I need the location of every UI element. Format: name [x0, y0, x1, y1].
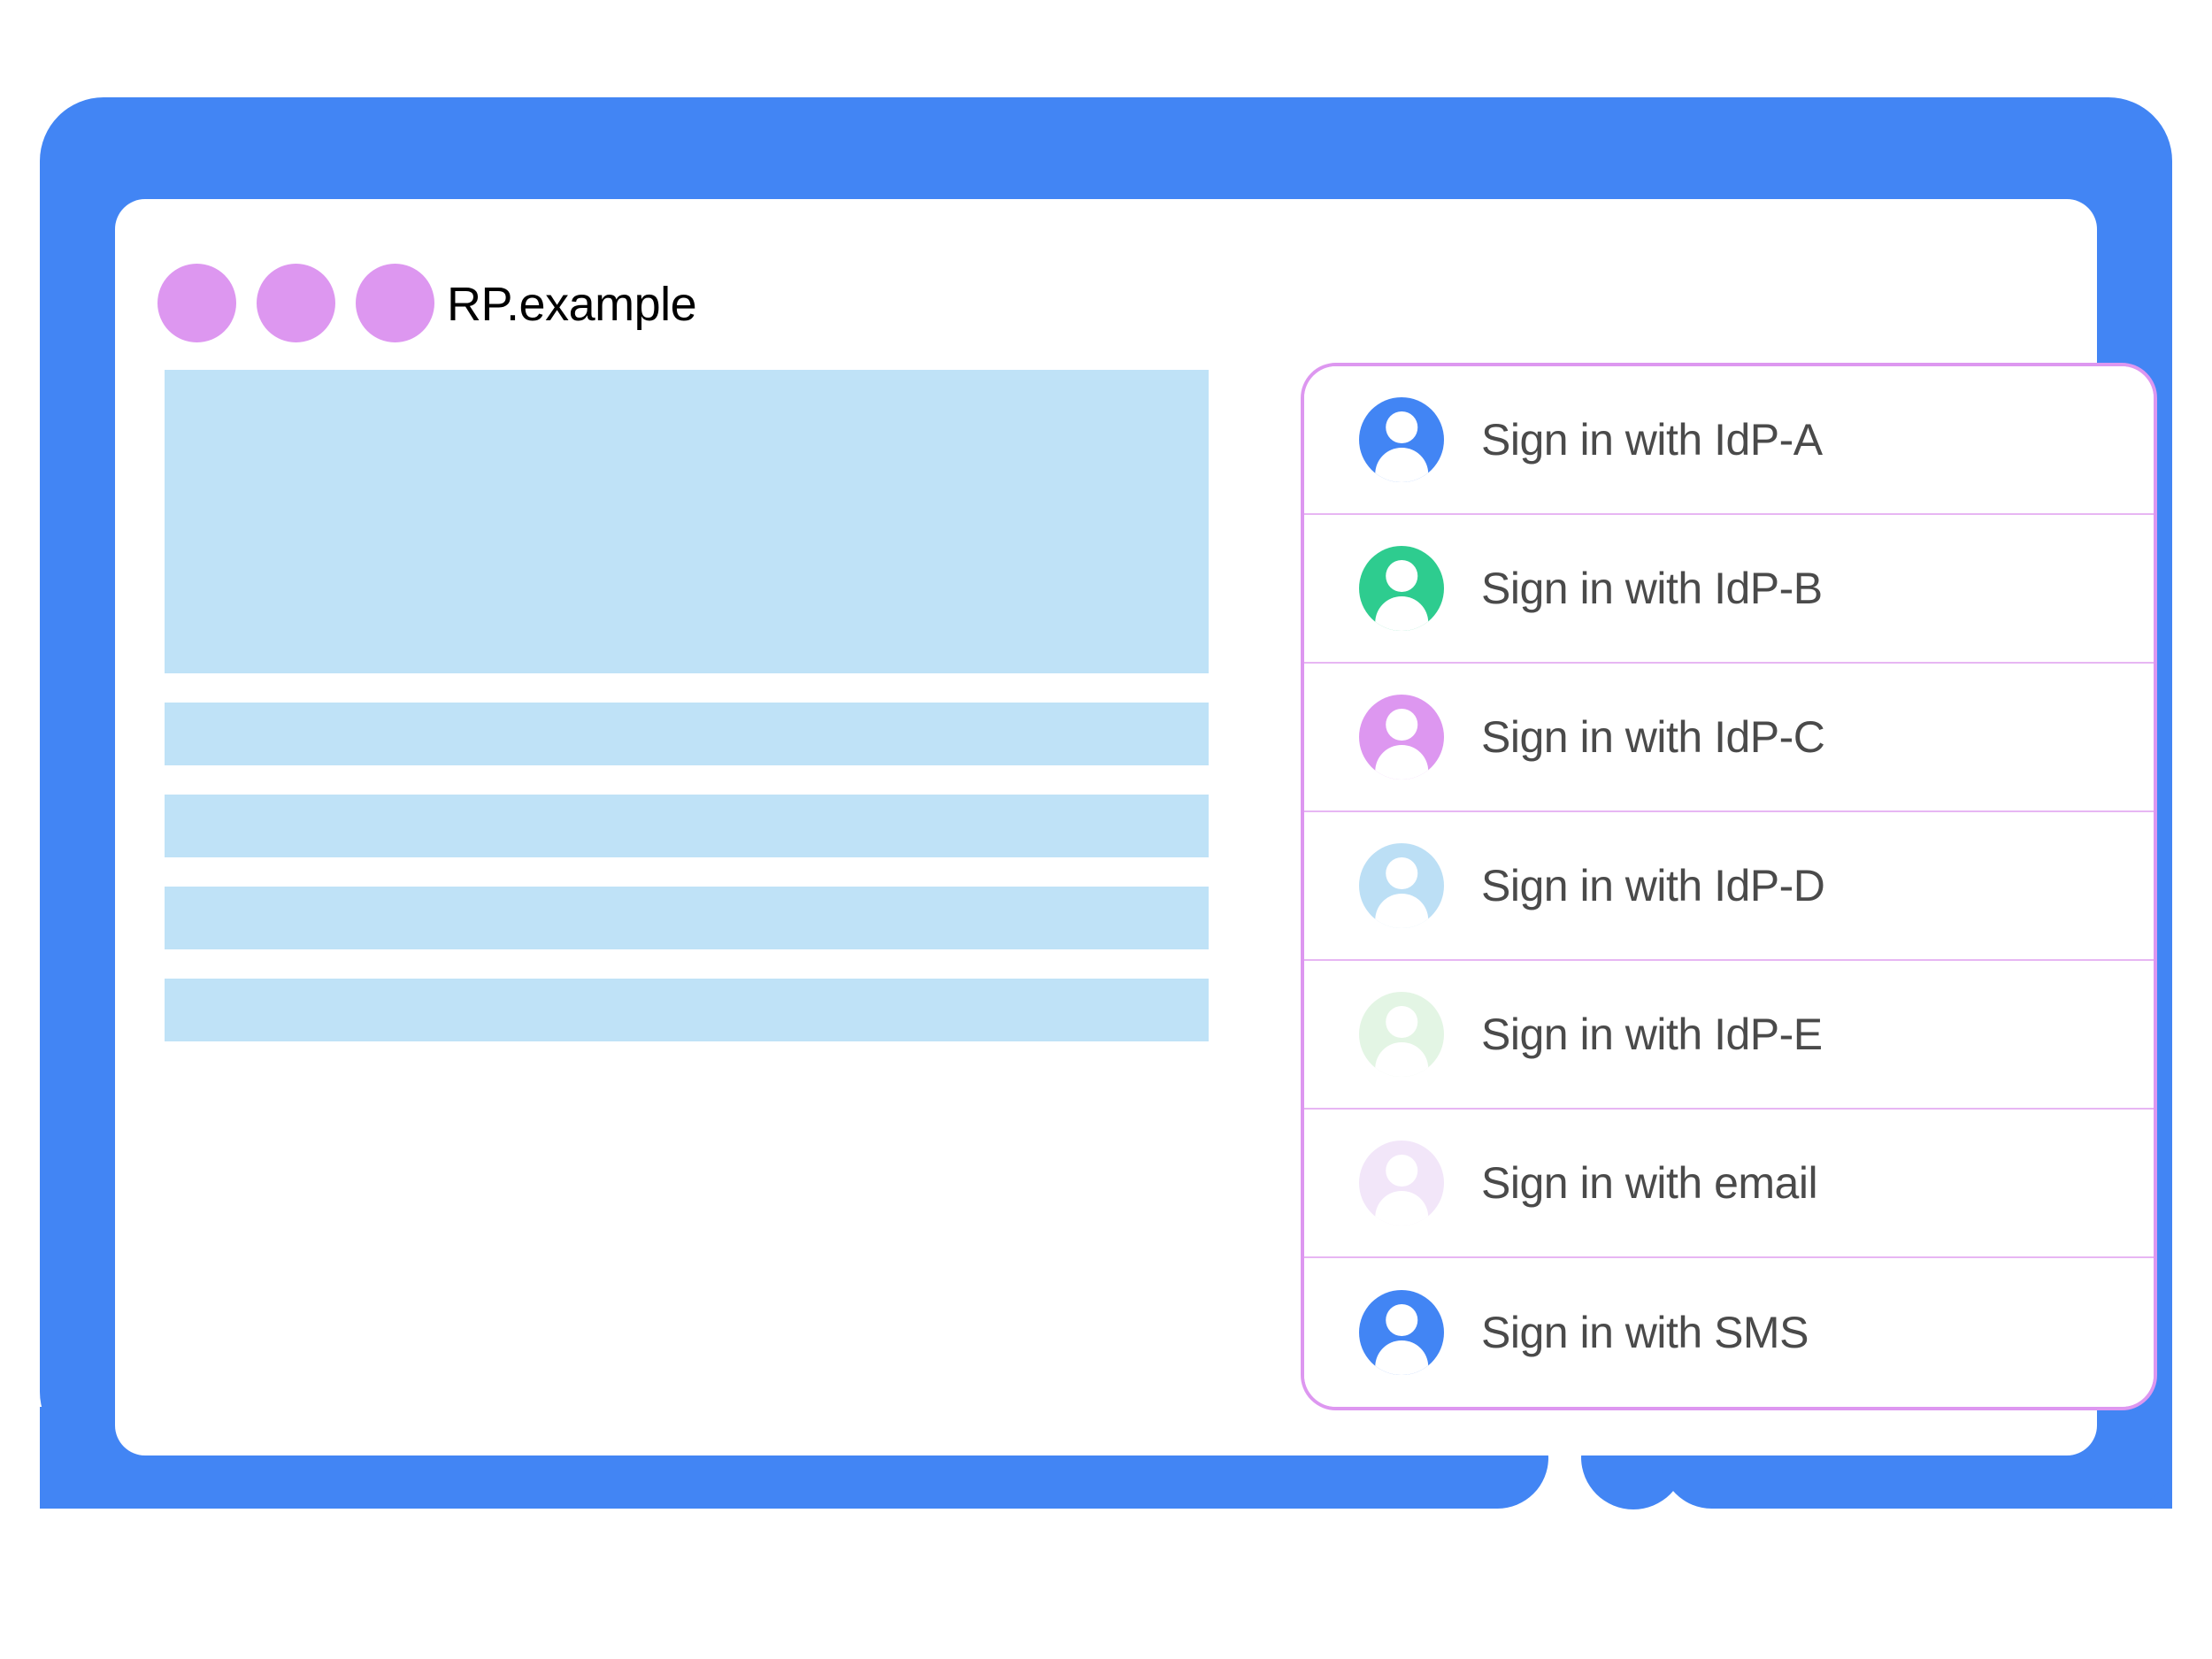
signin-option-row[interactable]: Sign in with email — [1304, 1110, 2154, 1258]
avatar-head-shape — [1386, 1304, 1417, 1336]
signin-dialog: Sign in with IdP-A Sign in with IdP-B Sign… — [1301, 363, 2157, 1410]
avatar-head-shape — [1386, 411, 1417, 443]
content-placeholder-bar — [165, 703, 1209, 765]
page-title: RP.example — [447, 278, 697, 331]
avatar-body-shape — [1375, 893, 1428, 928]
avatar-body-shape — [1375, 1041, 1428, 1077]
person-avatar-icon — [1359, 546, 1444, 631]
person-avatar-icon — [1359, 1141, 1444, 1225]
signin-option-label: Sign in with IdP-D — [1481, 861, 1825, 910]
window-control-minimize-icon[interactable] — [257, 264, 335, 342]
person-avatar-icon — [1359, 1290, 1444, 1375]
signin-option-row[interactable]: Sign in with IdP-D — [1304, 812, 2154, 961]
signin-option-row[interactable]: Sign in with IdP-A — [1304, 366, 2154, 515]
avatar-body-shape — [1375, 447, 1428, 482]
signin-option-row[interactable]: Sign in with IdP-B — [1304, 515, 2154, 664]
signin-option-label: Sign in with IdP-B — [1481, 564, 1823, 613]
signin-option-label: Sign in with IdP-A — [1481, 415, 1823, 465]
person-avatar-icon — [1359, 397, 1444, 482]
content-placeholder-hero — [165, 370, 1209, 673]
person-avatar-icon — [1359, 695, 1444, 780]
window-control-maximize-icon[interactable] — [356, 264, 434, 342]
avatar-body-shape — [1375, 1190, 1428, 1225]
avatar-head-shape — [1386, 857, 1417, 889]
signin-option-row[interactable]: Sign in with IdP-E — [1304, 961, 2154, 1110]
avatar-body-shape — [1375, 1340, 1428, 1375]
signin-option-row[interactable]: Sign in with SMS — [1304, 1258, 2154, 1407]
person-avatar-icon — [1359, 992, 1444, 1077]
avatar-head-shape — [1386, 1155, 1417, 1187]
signin-option-label: Sign in with IdP-E — [1481, 1010, 1823, 1059]
person-avatar-icon — [1359, 843, 1444, 928]
signin-option-row[interactable]: Sign in with IdP-C — [1304, 664, 2154, 812]
avatar-body-shape — [1375, 595, 1428, 631]
avatar-body-shape — [1375, 744, 1428, 780]
content-placeholder-bar — [165, 887, 1209, 949]
browser-title-bar: RP.example — [115, 199, 2097, 367]
window-control-close-icon[interactable] — [157, 264, 236, 342]
avatar-head-shape — [1386, 709, 1417, 741]
avatar-head-shape — [1386, 560, 1417, 592]
avatar-head-shape — [1386, 1006, 1417, 1038]
page-content-placeholder — [165, 370, 1209, 1071]
content-placeholder-bar — [165, 979, 1209, 1041]
signin-option-label: Sign in with email — [1481, 1158, 1818, 1208]
signin-option-label: Sign in with SMS — [1481, 1308, 1809, 1357]
content-placeholder-bar — [165, 795, 1209, 857]
signin-option-label: Sign in with IdP-C — [1481, 712, 1825, 762]
